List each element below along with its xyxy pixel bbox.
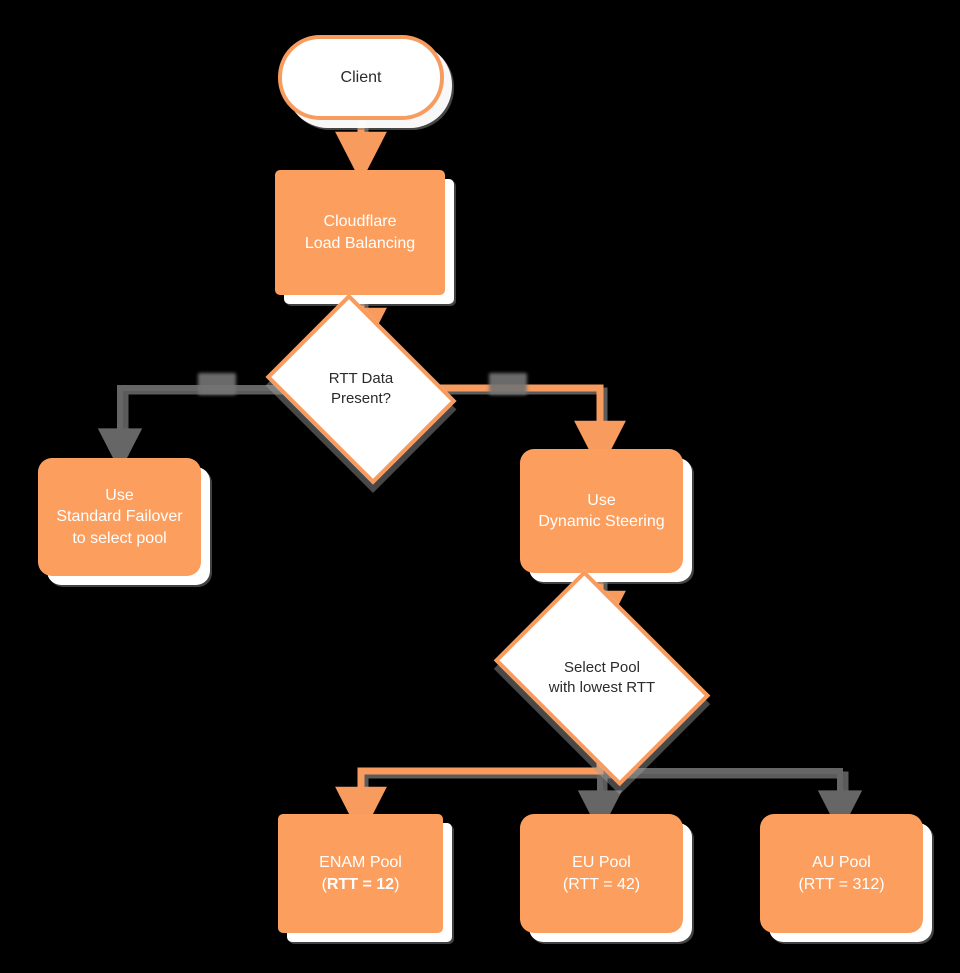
node-enam-rtt: RTT = 12 (326, 875, 395, 893)
node-failover-line1: Use (105, 487, 134, 505)
node-eu-line1: EU Pool (572, 854, 631, 872)
node-enam-pool[interactable]: ENAM Pool (RTT = 12) (278, 814, 443, 933)
node-select-label: Select Pool with lowest RTT (513, 658, 691, 698)
node-clb-line2: Load Balancing (304, 234, 416, 252)
node-dynamic-steering[interactable]: Use Dynamic Steering (520, 449, 683, 573)
node-dynamic-line2: Dynamic Steering (538, 513, 665, 530)
connector-shadows (121, 125, 849, 815)
node-enam-line2: (RTT = 12) (322, 874, 400, 895)
node-client[interactable]: Client (278, 35, 444, 120)
node-rtt-label: RTT Data Present? (285, 369, 437, 409)
node-au-pool[interactable]: AU Pool (RTT = 312) (760, 814, 923, 933)
node-rtt-data-present[interactable]: RTT Data Present? (265, 293, 457, 485)
node-clb-line1: Cloudflare (323, 213, 397, 231)
node-select-line2: with lowest RTT (548, 679, 656, 696)
node-select-pool-lowest-rtt[interactable]: Select Pool with lowest RTT (493, 569, 711, 787)
node-enam-paren-open: ( (321, 875, 327, 893)
edge-label-no (198, 373, 236, 395)
node-failover-line2: Standard Failover (56, 508, 183, 526)
node-rtt-line2: Present? (330, 390, 392, 407)
node-eu-pool[interactable]: EU Pool (RTT = 42) (520, 814, 683, 933)
node-cloudflare-load-balancing[interactable]: Cloudflare Load Balancing (275, 170, 445, 295)
node-failover-line3: to select pool (72, 529, 167, 547)
node-au-line1: AU Pool (812, 854, 871, 872)
node-au-line2: (RTT = 312) (798, 875, 885, 893)
edge-label-yes (489, 373, 527, 395)
node-standard-failover[interactable]: Use Standard Failover to select pool (38, 458, 201, 576)
node-enam-line1: ENAM Pool (319, 854, 402, 872)
node-client-label: Client (340, 68, 382, 86)
node-eu-line2: (RTT = 42) (562, 875, 641, 893)
node-dynamic-line1: Use (587, 491, 616, 509)
node-select-line1: Select Pool (564, 659, 640, 677)
node-enam-paren-close: ) (394, 875, 400, 893)
node-rtt-line1: RTT Data (328, 370, 394, 388)
inactive-edges (97, 385, 863, 834)
